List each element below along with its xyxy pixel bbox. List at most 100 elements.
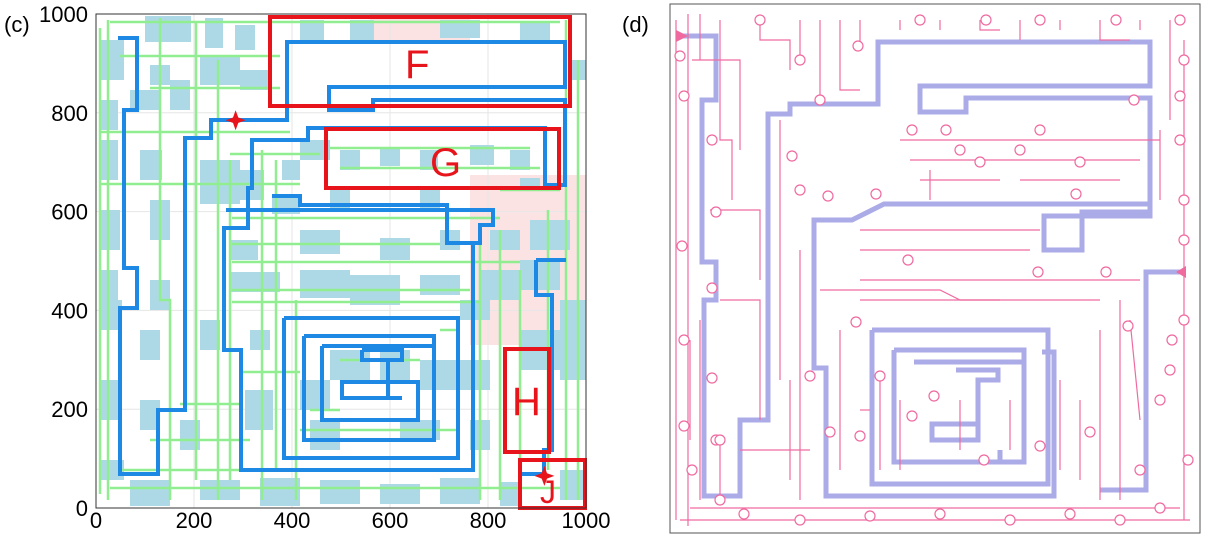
layout-pad <box>814 94 826 106</box>
obstacle-block <box>200 320 220 350</box>
layout-pad <box>794 514 806 526</box>
layout-pad <box>1114 514 1126 526</box>
x-tick-label: 1000 <box>562 508 611 533</box>
layout-pad <box>954 144 966 156</box>
obstacle-block <box>140 400 160 430</box>
obstacle-block <box>230 272 280 292</box>
obstacle-block <box>250 330 270 350</box>
obstacle-block <box>140 330 160 360</box>
obstacle-block <box>140 150 162 180</box>
obstacle-block <box>235 25 255 50</box>
layout-pad <box>1032 266 1044 278</box>
layout-pad <box>906 124 918 136</box>
layout-pad <box>1034 14 1046 26</box>
end-star <box>534 465 555 486</box>
obstacle-block <box>282 160 300 180</box>
layout-pad <box>1182 454 1194 466</box>
box-label-H: H <box>512 380 541 424</box>
layout-pad <box>1154 394 1166 406</box>
layout-pad <box>1174 134 1186 146</box>
layout-pad <box>1100 266 1112 278</box>
layout-pad <box>852 40 864 52</box>
layout-pad <box>1178 314 1190 326</box>
layout-pad <box>1134 464 1146 476</box>
layout-pad <box>1064 508 1076 520</box>
box-F <box>268 15 572 108</box>
layout-traces <box>675 14 1190 526</box>
start-star <box>225 110 246 131</box>
layout-pad <box>870 188 882 200</box>
layout-pad <box>710 206 722 218</box>
layout-pad <box>980 14 992 26</box>
obstacle-block <box>300 270 350 298</box>
layout-pad <box>676 240 688 252</box>
layout-pad <box>1164 364 1176 376</box>
layout-pad <box>934 508 946 520</box>
y-tick-label: 600 <box>51 200 88 225</box>
layout-pad <box>854 430 866 442</box>
obstacle-block <box>300 20 324 40</box>
layout-pad <box>794 184 806 196</box>
layout-pad <box>1174 90 1186 102</box>
layout-pad <box>1034 440 1046 452</box>
layout-pad <box>850 316 862 328</box>
layout-pad <box>706 134 718 146</box>
obstacle-block <box>240 70 268 90</box>
obstacle-block <box>380 148 400 166</box>
layout-pad <box>974 156 986 168</box>
obstacle-block <box>490 230 520 250</box>
obstacle-block <box>200 480 240 500</box>
layout-pad <box>978 454 990 466</box>
box-H <box>503 347 551 454</box>
y-tick-label: 200 <box>51 397 88 422</box>
layout-pad <box>1004 514 1016 526</box>
layout-pad <box>678 334 690 346</box>
layout-trace <box>692 59 741 150</box>
layout-trace <box>820 289 1000 301</box>
layout-pad <box>874 370 886 382</box>
layout-pad <box>902 254 914 266</box>
plot-frame <box>95 13 587 509</box>
obstacle-block <box>260 478 300 506</box>
layout-trace <box>839 20 860 91</box>
y-tick-label: 800 <box>51 101 88 126</box>
obstacle-block <box>100 40 124 80</box>
obstacle-block <box>560 330 586 380</box>
y-tick-label: 1000 <box>39 2 88 27</box>
y-tick-label: 0 <box>76 496 88 521</box>
layout-pad <box>906 410 918 422</box>
layout-pad <box>822 190 834 202</box>
layout-frame <box>669 3 1201 534</box>
layout-pad <box>1128 94 1140 106</box>
obstacle-block <box>380 350 410 380</box>
layout-pad <box>1178 234 1190 246</box>
layout-pad <box>804 370 816 382</box>
layout-trace <box>720 299 761 420</box>
layout-pad <box>824 426 836 438</box>
y-tick-label: 400 <box>51 298 88 323</box>
layout-pad <box>686 464 698 476</box>
layout-pad <box>914 14 926 26</box>
layout-trace <box>1099 20 1130 41</box>
obstacle-block <box>440 478 480 504</box>
x-tick-label: 800 <box>470 508 507 533</box>
obstacle-block <box>205 18 223 48</box>
layout-pad <box>706 282 718 294</box>
layout-pad <box>1154 502 1166 514</box>
obstacle-block <box>340 150 360 170</box>
layout-pad <box>940 124 952 136</box>
panel-label-c: (c) <box>4 12 30 37</box>
obstacle-block <box>560 300 586 330</box>
obstacle-block <box>100 380 120 420</box>
x-tick-label: 400 <box>274 508 311 533</box>
green-route-segment <box>158 18 172 500</box>
obstacle-block <box>310 420 340 450</box>
layout-pad <box>794 54 806 66</box>
layout-pad <box>1110 14 1122 26</box>
layout-trace <box>979 20 1000 31</box>
layout-pads <box>674 14 1194 526</box>
obstacle-block <box>145 16 191 42</box>
obstacle-block <box>470 145 494 165</box>
